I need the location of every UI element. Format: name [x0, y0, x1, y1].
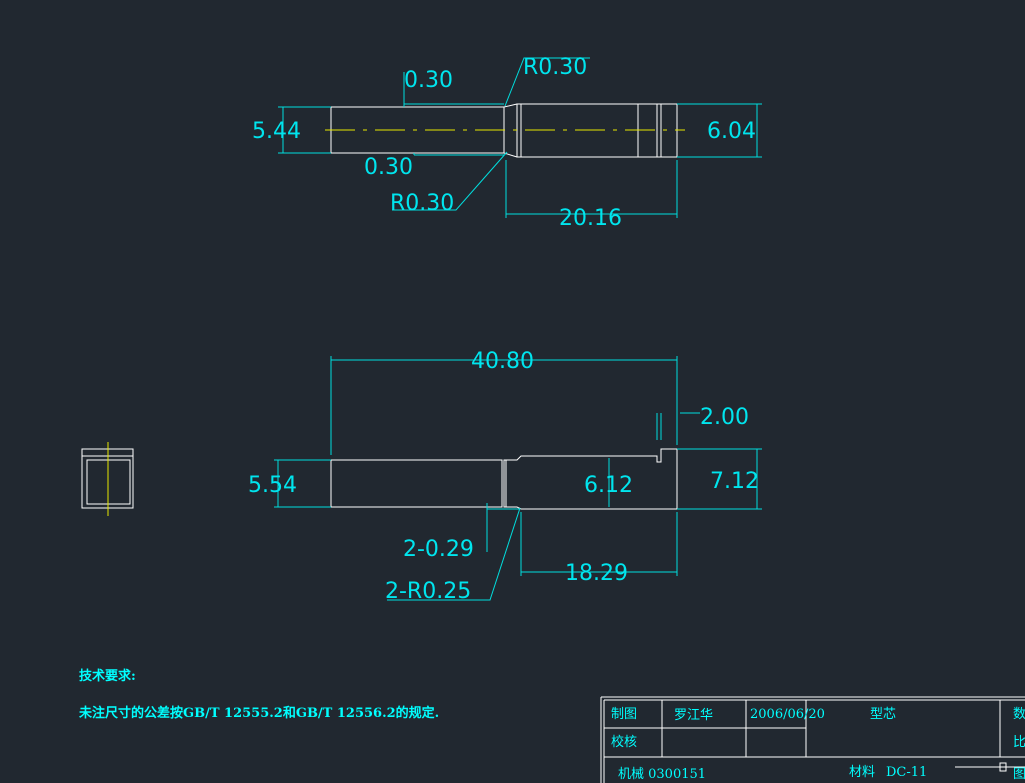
dim-line-40-80 [330, 356, 678, 455]
title-block-marker [955, 762, 1025, 772]
notes-line-1: 未注尺寸的公差按GB/T 12555.2和GB/T 12556.2的规定. [78, 705, 439, 721]
dim-text-18-29: 18.29 [565, 561, 628, 586]
leader-2-r0-25 [387, 507, 521, 601]
dim-line-0-30-bottom [413, 153, 504, 156]
dim-text-2-0-29: 2-0.29 [403, 537, 474, 562]
dim-line-5-54 [274, 459, 331, 508]
tb-class-info: 机械 0300151 [618, 767, 706, 782]
tb-scale-label: 比 [1013, 735, 1025, 750]
dim-line-20-16 [505, 160, 678, 218]
tb-drawing-label: 图 [1013, 767, 1025, 782]
leader-r0-30-bottom [392, 151, 508, 211]
tb-check-label: 校核 [611, 734, 637, 750]
technical-notes: 技术要求: 未注尺寸的公差按GB/T 12555.2和GB/T 12556.2的… [78, 668, 439, 721]
top-view: 5.44 6.04 0.30 R0.30 0.30 R0.30 20.16 [252, 55, 762, 231]
dim-line-18-29 [520, 512, 678, 576]
dim-text-2-r0-25: 2-R0.25 [385, 579, 471, 604]
front-view: 40.80 2.00 5.54 6.12 7.12 2-0.29 2-R0.25… [248, 349, 762, 604]
tb-qty-label: 数 [1013, 707, 1025, 722]
title-block: 制图 罗江华 2006/06/20 型芯 数 校核 比 机械 0300151 材… [600, 696, 1025, 783]
leader-r0-30-top [504, 57, 590, 107]
dim-text-7-12: 7.12 [710, 469, 759, 494]
tb-material-label: 材料 [849, 765, 875, 780]
tb-part-name: 型芯 [870, 707, 896, 722]
tb-drawn-label: 制图 [611, 707, 637, 722]
dim-text-0-30-bottom: 0.30 [364, 155, 413, 180]
dim-text-5-54: 5.54 [248, 473, 297, 498]
notes-title: 技术要求: [79, 668, 136, 684]
dim-text-40-80: 40.80 [471, 349, 534, 374]
tb-drawer: 罗江华 [674, 708, 713, 723]
dim-text-2-00: 2.00 [700, 405, 749, 430]
tb-material: DC-11 [886, 765, 927, 780]
dim-line-6-04 [677, 103, 762, 158]
side-view [81, 442, 134, 516]
dim-line-2-0-29 [486, 503, 519, 552]
dim-line-2-00 [656, 412, 700, 440]
dim-text-6-04: 6.04 [707, 119, 756, 144]
title-block-frame [600, 696, 1025, 783]
dim-text-r0-30-top: R0.30 [523, 55, 587, 80]
dim-text-20-16: 20.16 [559, 206, 622, 231]
dim-text-0-30-top: 0.30 [404, 68, 453, 93]
front-view-right-section [503, 448, 678, 510]
dim-line-7-12 [677, 448, 762, 510]
dim-line-5-44 [278, 106, 331, 154]
dim-line-0-30-top [403, 72, 504, 107]
dim-text-r0-30-bottom: R0.30 [390, 191, 454, 216]
front-view-left-section [330, 459, 503, 508]
tb-date: 2006/06/20 [750, 707, 825, 722]
dim-text-6-12: 6.12 [584, 473, 633, 498]
dim-text-5-44: 5.44 [252, 119, 301, 144]
